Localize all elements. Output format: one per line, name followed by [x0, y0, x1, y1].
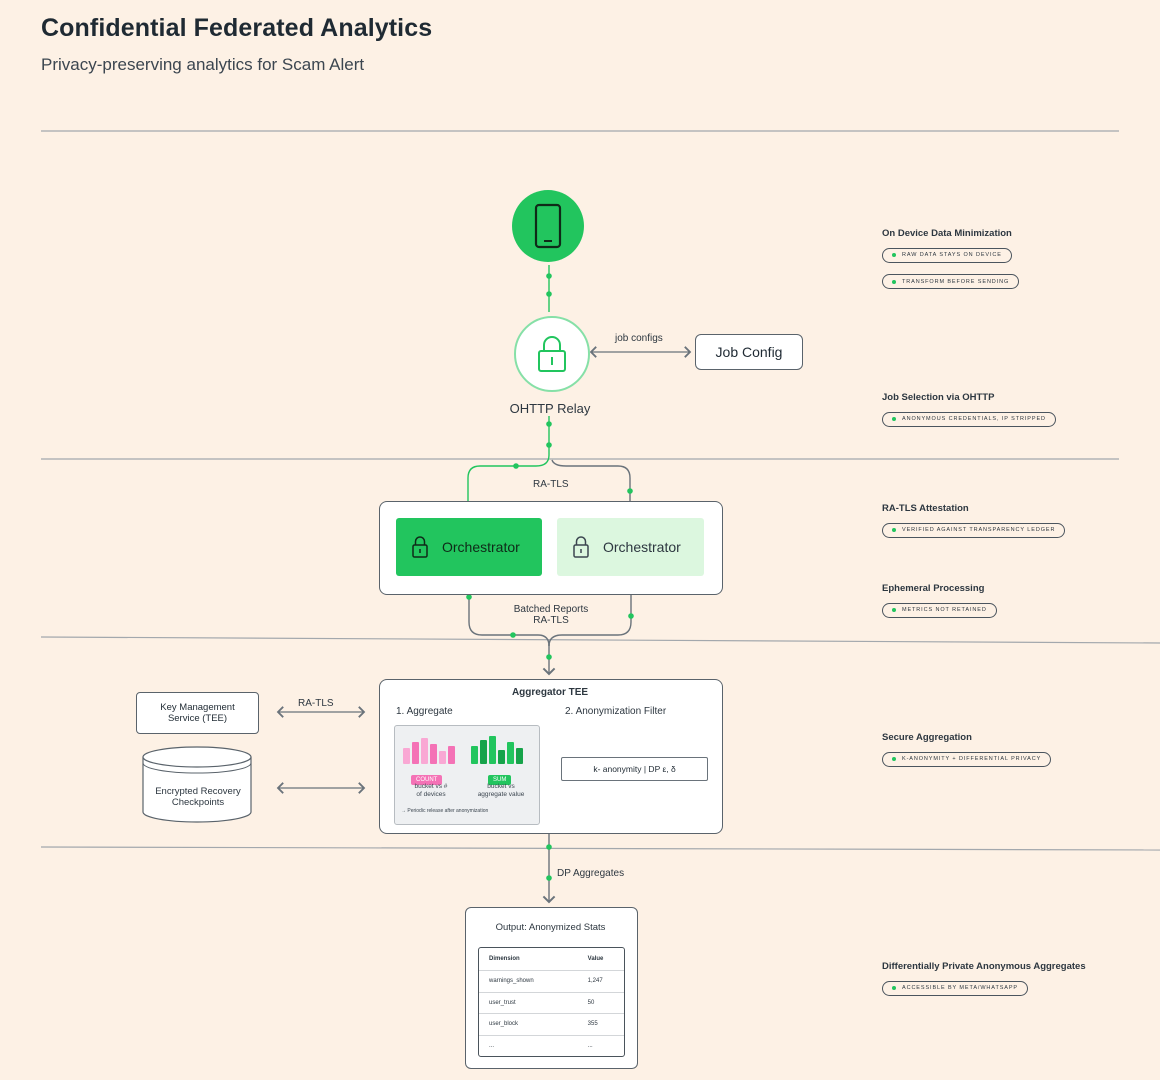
- recovery-label: Encrypted Recovery Checkpoints: [155, 786, 241, 808]
- release-note: → Periodic release after anonymization: [401, 808, 489, 814]
- device-node: [512, 190, 584, 262]
- output-title: Output: Anonymized Stats: [495, 922, 606, 933]
- note-pill: ANONYMOUS CREDENTIALS, IP STRIPPED: [882, 411, 1056, 427]
- note-pill: RAW DATA STAYS ON DEVICE: [882, 247, 1012, 263]
- page-title: Confidential Federated Analytics: [41, 14, 433, 42]
- aggregator-title: Aggregator TEE: [511, 687, 589, 698]
- count-histogram: [403, 734, 463, 764]
- database-icon: [142, 746, 252, 823]
- phone-icon: [534, 203, 562, 249]
- anonymization-filter: k- anonymity | DP ε, δ: [561, 757, 708, 781]
- sum-badge: SUM: [488, 775, 512, 785]
- note-pill: VERIFIED AGAINST TRANSPARENCY LEDGER: [882, 522, 1066, 538]
- count-badge: COUNT: [411, 775, 443, 785]
- sum-caption: bucket vs aggregate value: [477, 783, 525, 798]
- job-config-node: Job Config: [695, 334, 803, 370]
- table-row: warnings_shown 1,247: [479, 970, 624, 993]
- edge-orch-b-aggregator: [548, 580, 632, 647]
- output-table: Dimension Value warnings_shown 1,247 use…: [478, 947, 625, 1057]
- orchestrator-label: Orchestrator: [603, 539, 681, 555]
- lock-icon: [412, 536, 428, 558]
- filter-step-label: 2. Anonymization Filter: [565, 706, 667, 717]
- orchestrator-node: Orchestrator: [557, 518, 704, 576]
- lock-icon: [573, 536, 589, 558]
- divider-line: [40, 636, 1160, 644]
- note-pill: METRICS NOT RETAINED: [882, 602, 997, 618]
- relay-label: OHTTP Relay: [509, 401, 591, 416]
- divider-line: [40, 846, 1160, 851]
- edge-label-batched: Batched Reports RA-TLS: [513, 604, 589, 626]
- side-note-ephemeral: Ephemeral Processing METRICS NOT RETAINE…: [882, 583, 997, 618]
- edge-relay-orch-a: [461, 416, 550, 515]
- edge-orch-a-aggregator: [468, 594, 550, 647]
- table-row: ... ...: [489, 1042, 593, 1049]
- count-caption: bucket vs # of devices: [414, 783, 448, 798]
- aggregate-panel: COUNT SUM bucket vs # of devices bucket …: [394, 725, 540, 825]
- side-note-attestation: RA-TLS Attestation VERIFIED AGAINST TRAN…: [882, 503, 1066, 538]
- table-row: user_block 355: [479, 1013, 624, 1036]
- page-subtitle: Privacy-preserving analytics for Scam Al…: [41, 55, 365, 74]
- column-header: Dimension: [479, 948, 578, 971]
- edge-label-job-configs: job configs: [615, 333, 663, 344]
- side-note-dp: Differentially Private Anonymous Aggrega…: [882, 961, 1086, 996]
- relay-node: [514, 316, 590, 392]
- note-pill: K-ANONYMITY + DIFFERENTIAL PRIVACY: [882, 751, 1052, 767]
- column-header: Value: [577, 948, 624, 971]
- aggregate-step-label: 1. Aggregate: [396, 706, 453, 717]
- note-pill: ACCESSIBLE BY META/WHATSAPP: [882, 980, 1028, 996]
- note-pill: TRANSFORM BEFORE SENDING: [882, 274, 1020, 289]
- table-header-row: Dimension Value: [479, 948, 624, 971]
- side-note-secure-agg: Secure Aggregation K-ANONYMITY + DIFFERE…: [882, 732, 1052, 767]
- lock-icon: [538, 336, 566, 372]
- side-note-ohttp: Job Selection via OHTTP ANONYMOUS CREDEN…: [882, 392, 1056, 427]
- sum-histogram: [471, 734, 531, 764]
- edge-label-kms-ra-tls: RA-TLS: [298, 698, 334, 709]
- table-row: user_trust 50: [479, 992, 624, 1014]
- kms-node: Key Management Service (TEE): [136, 692, 259, 734]
- orchestrator-node-active: Orchestrator: [396, 518, 542, 576]
- edge-relay-orch-b: [551, 459, 637, 515]
- edge-label-dp: DP Aggregates: [557, 868, 625, 879]
- side-note-minimization: On Device Data Minimization RAW DATA STA…: [882, 228, 1020, 289]
- edge-label-ra-tls: RA-TLS: [533, 479, 569, 490]
- orchestrator-label: Orchestrator: [442, 539, 520, 555]
